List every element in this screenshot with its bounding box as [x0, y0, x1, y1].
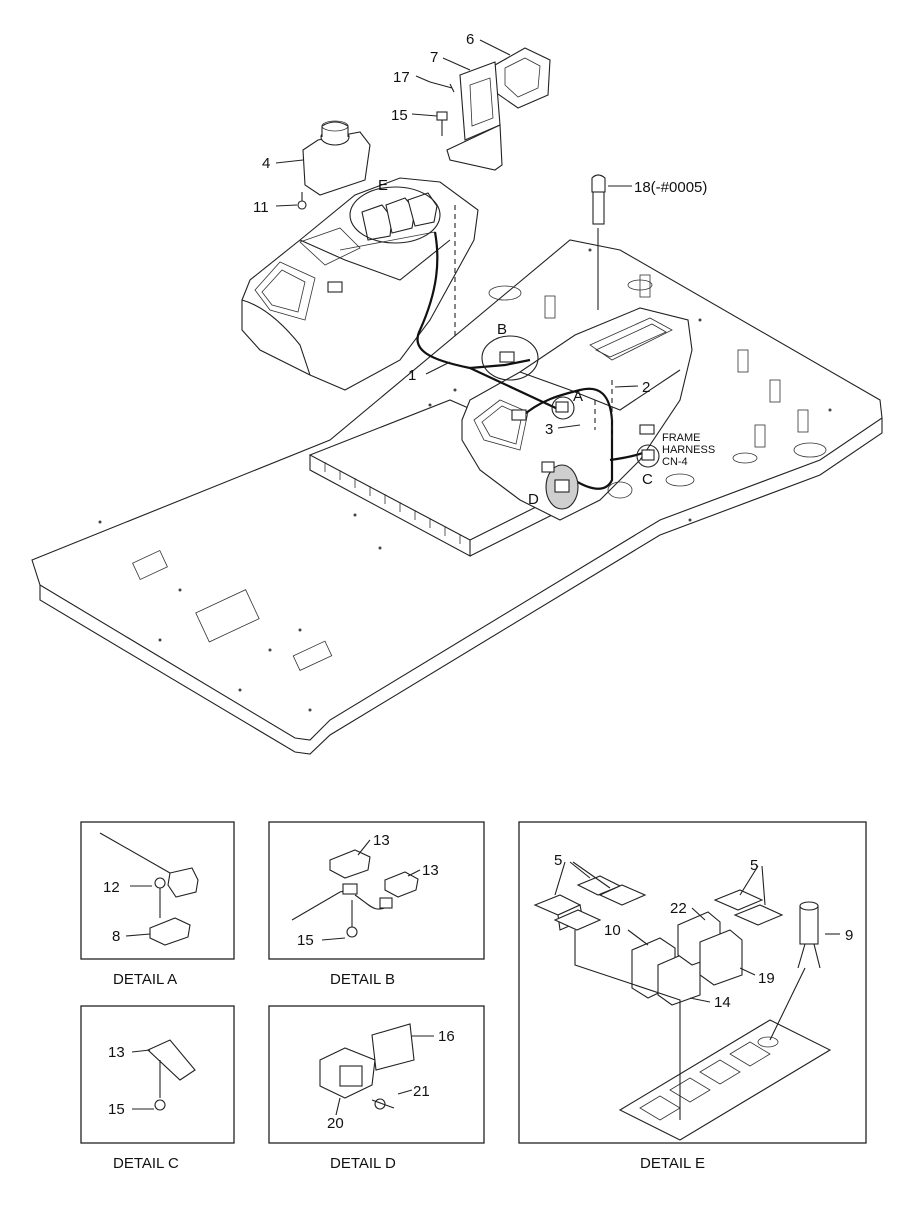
detail-a-label-8: 8: [112, 928, 120, 945]
marker-b: B: [497, 321, 507, 338]
detail-e-label-5b: 5: [750, 857, 758, 874]
part-7-bracket: [446, 61, 503, 171]
label-part-18: 18(-#0005): [634, 179, 707, 196]
detail-e-label-10: 10: [604, 922, 621, 939]
marker-c: C: [642, 471, 653, 488]
label-part-15: 15: [391, 107, 408, 124]
detail-e-label-5a: 5: [554, 852, 562, 869]
detail-b-panel: 13 13 15: [268, 821, 485, 960]
detail-e-label-19: 19: [758, 970, 775, 987]
label-part-3: 3: [545, 421, 553, 438]
detail-b-label-13a: 13: [373, 832, 390, 849]
detail-d-label-16: 16: [438, 1028, 455, 1045]
label-part-6: 6: [466, 31, 474, 48]
left-console: [241, 177, 479, 391]
frame-harness-line3: CN-4: [662, 456, 688, 468]
detail-b-label-15: 15: [297, 932, 314, 949]
detail-b-caption: DETAIL B: [330, 971, 395, 988]
detail-d-panel: 16 21 20: [268, 1005, 485, 1144]
detail-circle-e: [349, 186, 441, 244]
detail-b-label-13b: 13: [422, 862, 439, 879]
floor-plate: [31, 239, 883, 755]
label-part-2: 2: [642, 379, 650, 396]
detail-c-label-15: 15: [108, 1101, 125, 1118]
detail-e-panel: 5 5 22 10 9 19 14: [518, 821, 867, 1144]
label-part-4: 4: [262, 155, 270, 172]
label-part-17: 17: [393, 69, 410, 86]
part-15-bolt: [436, 111, 448, 136]
part-17-screw: [429, 81, 455, 93]
part-4-reservoir: [302, 120, 371, 196]
part-6-housing: [494, 47, 551, 109]
detail-e-label-9: 9: [845, 927, 853, 944]
part-18-post: [591, 174, 606, 225]
detail-a-label-12: 12: [103, 879, 120, 896]
marker-a: A: [573, 388, 583, 405]
detail-c-caption: DETAIL C: [113, 1155, 179, 1172]
part-11-screw: [297, 192, 307, 210]
detail-circle-b: [481, 335, 539, 381]
marker-d: D: [528, 491, 539, 508]
detail-a-caption: DETAIL A: [113, 971, 177, 988]
leader-lines: [275, 39, 639, 429]
detail-circle-c: [636, 444, 660, 468]
detail-circle-a: [551, 396, 575, 420]
label-part-11: 11: [253, 199, 269, 216]
detail-e-label-22: 22: [670, 900, 687, 917]
detail-c-label-13: 13: [108, 1044, 125, 1061]
detail-e-label-14: 14: [714, 994, 731, 1011]
detail-d-label-20: 20: [327, 1115, 344, 1132]
marker-e: E: [378, 177, 388, 194]
detail-d-label-21: 21: [413, 1083, 430, 1100]
label-part-7: 7: [430, 49, 438, 66]
frame-harness-line1: FRAME: [662, 432, 701, 444]
label-part-1: 1: [408, 367, 416, 384]
detail-d-caption: DETAIL D: [330, 1155, 396, 1172]
detail-c-panel: 13 15: [80, 1005, 235, 1144]
detail-e-caption: DETAIL E: [640, 1155, 705, 1172]
detail-a-panel: 12 8: [80, 821, 235, 960]
frame-harness-line2: HARNESS: [662, 444, 715, 456]
